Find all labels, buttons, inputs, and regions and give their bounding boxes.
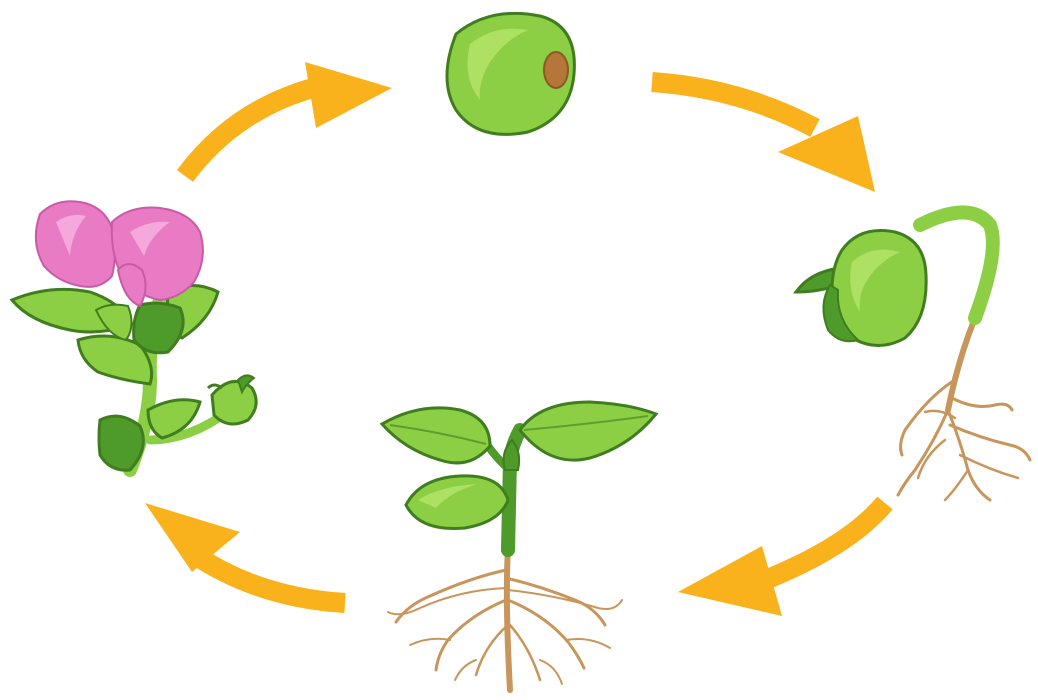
arrow-germination-to-seedling <box>678 503 885 616</box>
seedling-icon <box>382 402 656 690</box>
arrow-seedling-to-flowering <box>145 503 345 603</box>
flower-bud <box>208 375 256 424</box>
seed-icon <box>447 13 574 134</box>
arrow-seed-to-germination <box>652 82 875 192</box>
arrow-flowering-to-seed <box>185 62 392 176</box>
germinating-seed-icon <box>796 213 1030 501</box>
flowering-plant-icon <box>12 201 256 470</box>
